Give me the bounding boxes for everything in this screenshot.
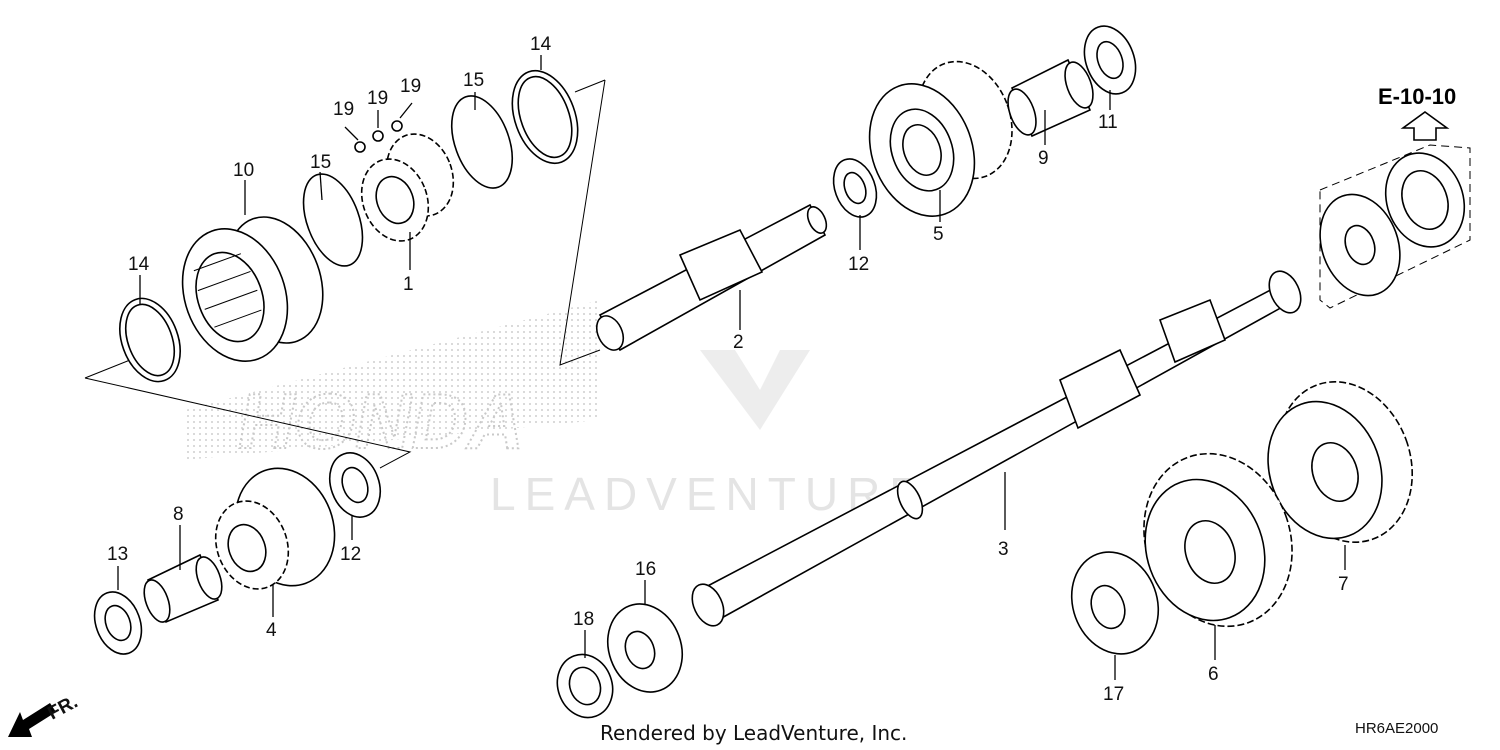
part-4-gear xyxy=(214,467,336,590)
callout-8[interactable]: 8 xyxy=(173,504,184,525)
callout-3[interactable]: 3 xyxy=(998,539,1009,560)
part-9-bushing xyxy=(1007,58,1094,138)
callout-18[interactable]: 18 xyxy=(573,609,594,630)
callout-10[interactable]: 10 xyxy=(233,160,254,181)
diagram-code: HR6AE2000 xyxy=(1355,720,1438,737)
callout-6[interactable]: 6 xyxy=(1208,664,1219,685)
reference-label[interactable]: E-10-10 xyxy=(1378,84,1456,109)
direction-indicator: FR. xyxy=(8,692,81,737)
callout-5[interactable]: 5 xyxy=(933,224,944,245)
part-17-bearing xyxy=(1070,551,1160,655)
part-7-gear xyxy=(1267,381,1414,543)
reference-bearing-group xyxy=(1319,144,1471,309)
callout-15-right[interactable]: 15 xyxy=(463,70,484,91)
callout-17[interactable]: 17 xyxy=(1103,684,1124,705)
part-6-gear xyxy=(1143,452,1293,628)
part-2-shaft xyxy=(595,203,828,352)
honda-watermark: HONDA xyxy=(238,377,524,465)
part-3-mainshaft xyxy=(691,270,1302,627)
callout-7[interactable]: 7 xyxy=(1338,574,1349,595)
callout-19-c[interactable]: 19 xyxy=(400,76,421,97)
part-16-bearing xyxy=(607,603,683,693)
callout-11[interactable]: 11 xyxy=(1098,112,1118,133)
arrow-up-icon xyxy=(1400,111,1450,141)
callout-12-left[interactable]: 12 xyxy=(340,544,361,565)
part-14-ring-left xyxy=(119,297,181,383)
callout-1[interactable]: 1 xyxy=(403,274,414,295)
part-11-washer xyxy=(1083,25,1137,95)
callout-16[interactable]: 16 xyxy=(635,559,656,580)
callout-12-right[interactable]: 12 xyxy=(848,254,869,275)
callout-9[interactable]: 9 xyxy=(1038,148,1049,169)
part-19-balls xyxy=(354,120,403,153)
callout-14-left[interactable]: 14 xyxy=(128,254,150,275)
watermark: HONDA LEADVENTURE xyxy=(185,300,920,520)
part-12-washer-left xyxy=(328,452,382,518)
footer-credit: Rendered by LeadVenture, Inc. xyxy=(600,721,907,745)
part-12-washer-right xyxy=(832,158,878,218)
part-15-ring-left xyxy=(302,173,364,267)
callout-13[interactable]: 13 xyxy=(107,544,128,565)
direction-label: FR. xyxy=(44,692,81,725)
callout-14-right[interactable]: 14 xyxy=(530,34,552,55)
leader-lines xyxy=(117,55,1346,680)
part-1-gear xyxy=(360,133,455,242)
part-13-washer xyxy=(93,591,143,655)
part-8-bushing xyxy=(143,553,223,624)
callout-19-a[interactable]: 19 xyxy=(333,99,354,120)
part-10-sleeve xyxy=(181,216,324,362)
callouts: 1 2 3 4 5 6 7 8 9 10 11 12 12 13 14 14 1… xyxy=(107,34,1349,705)
callout-2[interactable]: 2 xyxy=(733,332,744,353)
callout-19-b[interactable]: 19 xyxy=(367,88,388,109)
reference-link[interactable]: E-10-10 xyxy=(1378,84,1456,141)
part-18-seal xyxy=(556,653,614,719)
part-14-ring-right xyxy=(511,69,579,165)
leadventure-logo-icon xyxy=(700,350,810,430)
arrow-down-left-icon xyxy=(8,703,56,737)
callout-15-left[interactable]: 15 xyxy=(310,152,331,173)
part-5-gear xyxy=(868,60,1013,217)
part-15-ring-right xyxy=(450,95,514,189)
callout-4[interactable]: 4 xyxy=(266,620,277,641)
stipple-area xyxy=(185,300,600,460)
